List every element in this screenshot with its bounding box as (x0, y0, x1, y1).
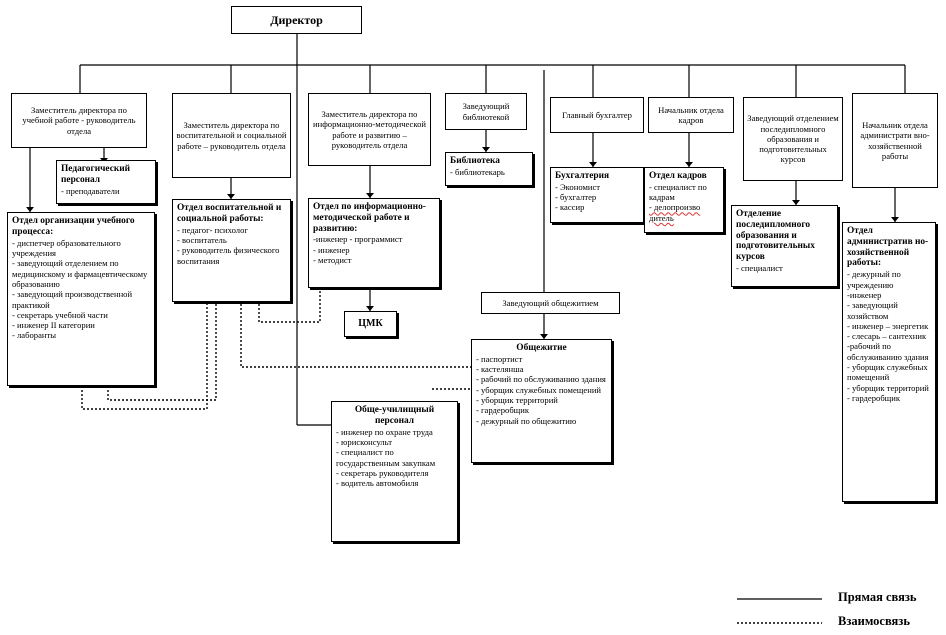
director-box: Директор (231, 6, 362, 34)
dorm-head-label: Заведующий общежитием (502, 297, 599, 308)
dormitory-box: Общежитие - паспортист - кастелянша - ра… (471, 339, 612, 463)
accounting-title: Бухгалтерия (555, 171, 610, 181)
edu-process-item: - заведующий отделением по медицинскому … (12, 258, 148, 289)
admin-head-box: Начальник отдела администрати вно-хозяйс… (852, 93, 938, 188)
admin-dept-item: - заведующий хозяйством (847, 300, 898, 321)
arrowheads (26, 147, 899, 339)
legend-mutual-label: Взаимосвязь (838, 614, 910, 628)
social-dept-title: Отдел воспитательной и социальной работы… (177, 203, 282, 224)
method-dept-item: - инженер (313, 244, 350, 255)
dormitory-item: - дежурный по общежитию (476, 415, 577, 426)
social-dept-item: - руководитель физического воспитания (177, 245, 280, 266)
deputy-academic-box: Заместитель директора по учебной работе … (11, 93, 147, 148)
hr-head-label: Начальник отдела кадров (658, 104, 724, 125)
edu-process-item: - секретарь учебной части (12, 309, 108, 320)
deputy-academic-label: Заместитель директора по учебной работе … (22, 105, 136, 136)
cmk-label: ЦМК (358, 318, 383, 329)
ped-staff-item: - преподаватели (61, 185, 120, 196)
director-label: Директор (270, 12, 323, 27)
dormitory-item: - уборщик служебных помещений (476, 384, 602, 395)
admin-dept-item: - гардеробщик (847, 393, 901, 403)
library-box: Библиотека - библиотекарь (445, 152, 533, 186)
method-dept-item: -инженер - программист (313, 234, 403, 245)
hr-head-box: Начальник отдела кадров (648, 97, 734, 133)
method-dept-item: - методист (313, 255, 352, 266)
dormitory-item: - гардеробщик (476, 405, 530, 416)
deputy-methodical-box: Заместитель директора по информационно-м… (308, 93, 431, 166)
dormitory-title: Общежитие (516, 343, 567, 353)
accounting-item: - кассир (555, 202, 585, 213)
postgrad-dept-title: Отделение последипломного образования и … (736, 209, 815, 263)
admin-head-label: Начальник отдела администрати вно-хозяйс… (860, 119, 930, 161)
dormitory-item: - паспортист (476, 353, 523, 364)
deputy-educational-box: Заместитель директора по воспитательной … (172, 93, 291, 178)
accounting-item: - бухгалтер (555, 192, 597, 203)
admin-dept-box: Отдел административ но-хозяйственной раб… (842, 222, 936, 502)
admin-dept-item: - дежурный по учреждению (847, 269, 901, 290)
method-dept-box: Отдел по информационно-методической рабо… (308, 198, 440, 288)
ped-staff-title: Педагогический персонал (61, 164, 131, 185)
library-head-box: Заведующий библиотекой (445, 93, 527, 130)
cmk-box: ЦМК (344, 311, 397, 337)
postgrad-dept-item: - специалист (736, 263, 783, 274)
general-staff-item: - инженер по охране труда (336, 426, 433, 437)
edu-process-item: - заведующий производственной практикой (12, 289, 133, 310)
legend-direct-label: Прямая связь (838, 590, 917, 604)
admin-dept-item: -инженер (847, 289, 882, 300)
admin-dept-item: -рабочий по обслуживанию здания (847, 341, 929, 362)
dorm-head-box: Заведующий общежитием (481, 292, 620, 314)
hr-dept-item: - делопроизво дитель (649, 202, 701, 223)
hr-dept-title: Отдел кадров (649, 171, 707, 181)
social-dept-item: - педагог- психолог (177, 224, 248, 235)
accounting-box: Бухгалтерия - Экономист - бухгалтер - ка… (550, 167, 644, 223)
chief-accountant-box: Главный бухгалтер (550, 97, 644, 133)
edu-process-title: Отдел организации учебного процесса: (12, 216, 135, 237)
general-staff-box: Обще-училищный персонал - инженер по охр… (331, 401, 458, 542)
dormitory-item: - уборщик территорий (476, 395, 558, 406)
postgrad-head-box: Заведующий отделением последипломного об… (743, 97, 843, 181)
admin-dept-item: - уборщик служебных помещений (847, 362, 928, 383)
dormitory-item: - кастелянша (476, 364, 524, 375)
general-staff-item: - секретарь руководителя (336, 467, 429, 478)
library-head-label: Заведующий библиотекой (462, 101, 510, 122)
general-staff-item: - водитель автомобиля (336, 478, 419, 489)
edu-process-item: - инженер II категории (12, 320, 95, 331)
hr-dept-item: - специалист по кадрам (649, 181, 707, 203)
edu-process-item: - диспетчер образовательного учреждения (12, 237, 121, 258)
admin-dept-item: - слесарь – сантехник (847, 331, 927, 342)
deputy-educational-label: Заместитель директора по воспитательной … (176, 120, 287, 151)
ped-staff-box: Педагогический персонал - преподаватели (56, 160, 156, 204)
method-dept-title: Отдел по информационно-методической рабо… (313, 202, 426, 234)
postgrad-head-label: Заведующий отделением последипломного об… (747, 113, 839, 165)
mutual-links (81, 287, 471, 410)
hr-dept-box: Отдел кадров - специалист по кадрам - де… (644, 167, 724, 233)
chief-accountant-label: Главный бухгалтер (562, 109, 632, 120)
general-staff-item: - специалист по государственным закупкам (336, 447, 436, 468)
edu-process-box: Отдел организации учебного процесса: - д… (7, 212, 155, 386)
social-dept-item: - воспитатель (177, 234, 227, 245)
library-title: Библиотека (450, 156, 500, 166)
admin-dept-title: Отдел административ но-хозяйственной раб… (847, 226, 929, 269)
postgrad-dept-box: Отделение последипломного образования и … (731, 205, 838, 287)
library-item: - библиотекарь (450, 166, 505, 177)
edu-process-item: - лаборанты (12, 330, 57, 341)
admin-dept-item: - инженер – энергетик (847, 320, 929, 331)
dormitory-item: - рабочий по обслуживанию здания (476, 374, 606, 385)
admin-dept-item: - уборщик территорий (847, 382, 929, 393)
accounting-item: - Экономист (555, 181, 601, 192)
deputy-methodical-label: Заместитель директора по информационно-м… (313, 108, 426, 150)
general-staff-title: Обще-училищный персонал (354, 405, 435, 426)
social-dept-box: Отдел воспитательной и социальной работы… (172, 199, 291, 302)
general-staff-item: - юрисконсульт (336, 436, 393, 447)
